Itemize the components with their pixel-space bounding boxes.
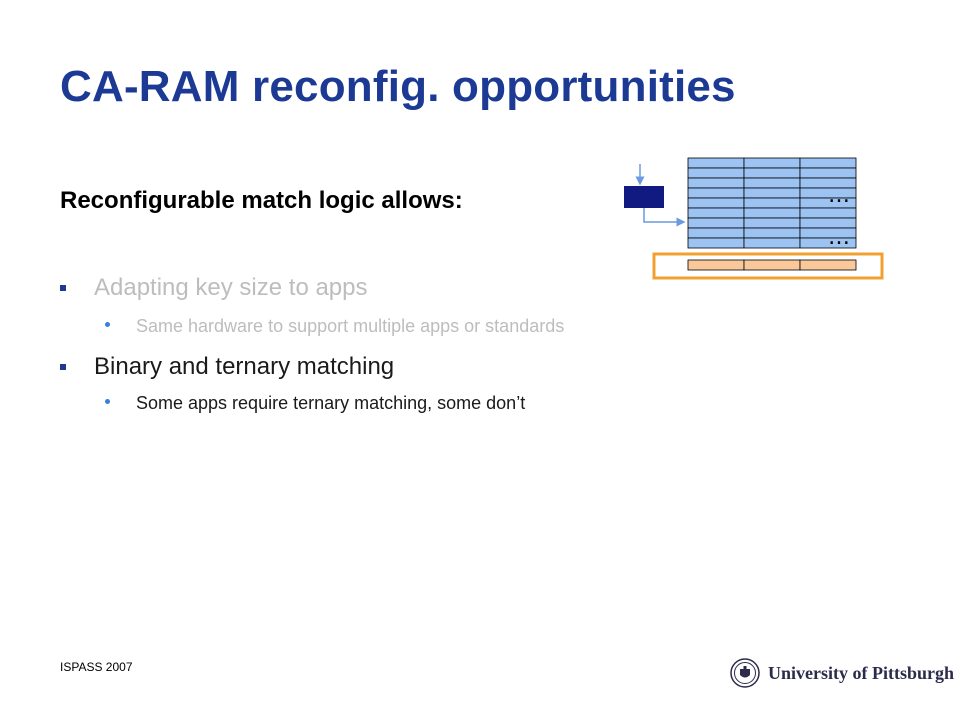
memory-cell [743, 237, 801, 249]
memory-cell [743, 217, 801, 229]
memory-cell [687, 167, 745, 179]
memory-cell [687, 237, 745, 249]
key-to-array-arrow [643, 208, 686, 227]
sub-bullet-text: Same hardware to support multiple apps o… [136, 316, 565, 336]
memory-cell [687, 207, 745, 219]
memory-cell [743, 177, 801, 189]
memory-cell [687, 157, 745, 169]
footer-conference: ISPASS 2007 [60, 660, 133, 674]
ca-ram-diagram: … … [624, 157, 884, 280]
square-bullet-icon [60, 364, 66, 370]
memory-cell [743, 207, 801, 219]
university-seal-icon [730, 658, 760, 688]
match-logic-cell [743, 259, 801, 271]
memory-cell [743, 227, 801, 239]
ellipsis-top: … [828, 183, 850, 208]
memory-cell [687, 197, 745, 209]
memory-cell [687, 227, 745, 239]
memory-cell [687, 177, 745, 189]
memory-cell [799, 207, 857, 219]
bullet-text: Adapting key size to apps [94, 274, 368, 301]
memory-cell [687, 217, 745, 229]
match-logic-cell [687, 259, 745, 271]
memory-cell [799, 167, 857, 179]
memory-cell [687, 187, 745, 199]
memory-cell [743, 157, 801, 169]
memory-array [687, 157, 857, 249]
dot-bullet-icon [105, 322, 110, 327]
memory-cell [743, 187, 801, 199]
memory-cell [799, 157, 857, 169]
match-logic-row [687, 259, 857, 271]
memory-cell [799, 237, 857, 249]
match-logic-cell [799, 259, 857, 271]
key-register [624, 186, 664, 208]
dot-bullet-icon [105, 399, 110, 404]
slide-subtitle: Reconfigurable match logic allows: [60, 187, 463, 214]
memory-cell [743, 197, 801, 209]
ellipsis-bottom: … [828, 225, 850, 250]
university-logo: University of Pittsburgh [730, 656, 954, 690]
sub-bullet-text: Some apps require ternary matching, some… [136, 393, 526, 413]
memory-cell [743, 167, 801, 179]
square-bullet-icon [60, 285, 66, 291]
slide-title: CA-RAM reconfig. opportunities [60, 62, 736, 111]
university-name: University of Pittsburgh [768, 662, 954, 683]
bullet-text: Binary and ternary matching [94, 353, 395, 380]
match-logic-highlight [652, 252, 884, 280]
